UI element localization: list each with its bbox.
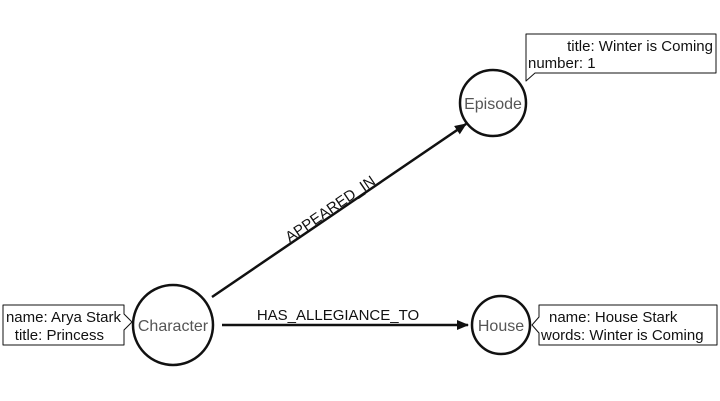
- house-properties-box: [531, 304, 718, 346]
- edge-has-allegiance-to-label: HAS_ALLEGIANCE_TO: [257, 307, 419, 324]
- edge-appeared-in[interactable]: APPEARED_IN: [211, 122, 467, 299]
- node-episode[interactable]: Episode: [458, 68, 528, 138]
- character-properties-callout: name: Arya Stark title: Princess: [2, 304, 133, 346]
- node-house-label: House: [478, 318, 524, 335]
- node-episode-label: Episode: [464, 96, 522, 113]
- house-property-name: name: House Stark: [549, 309, 678, 326]
- edge-has-allegiance-to[interactable]: HAS_ALLEGIANCE_TO: [222, 307, 469, 330]
- character-property-name: name: Arya Stark: [6, 309, 122, 326]
- character-properties-box: [2, 304, 133, 346]
- episode-properties-box: [525, 33, 717, 82]
- node-character[interactable]: Character: [131, 283, 215, 367]
- node-house[interactable]: House: [470, 294, 532, 356]
- edge-appeared-in-line[interactable]: [211, 122, 467, 299]
- episode-properties-callout: title: Winter is Coming number: 1: [525, 33, 717, 82]
- episode-property-title: title: Winter is Coming: [567, 38, 713, 55]
- house-properties-callout: name: House Stark words: Winter is Comin…: [531, 304, 718, 346]
- character-property-title: title: Princess: [15, 327, 104, 344]
- house-property-words: words: Winter is Coming: [540, 327, 704, 344]
- node-episode-circle[interactable]: [458, 68, 528, 138]
- node-character-label: Character: [138, 318, 209, 335]
- node-character-circle[interactable]: [131, 283, 215, 367]
- node-house-circle[interactable]: [470, 294, 532, 356]
- episode-property-number: number: 1: [528, 55, 596, 72]
- edge-appeared-in-label: APPEARED_IN: [282, 173, 378, 246]
